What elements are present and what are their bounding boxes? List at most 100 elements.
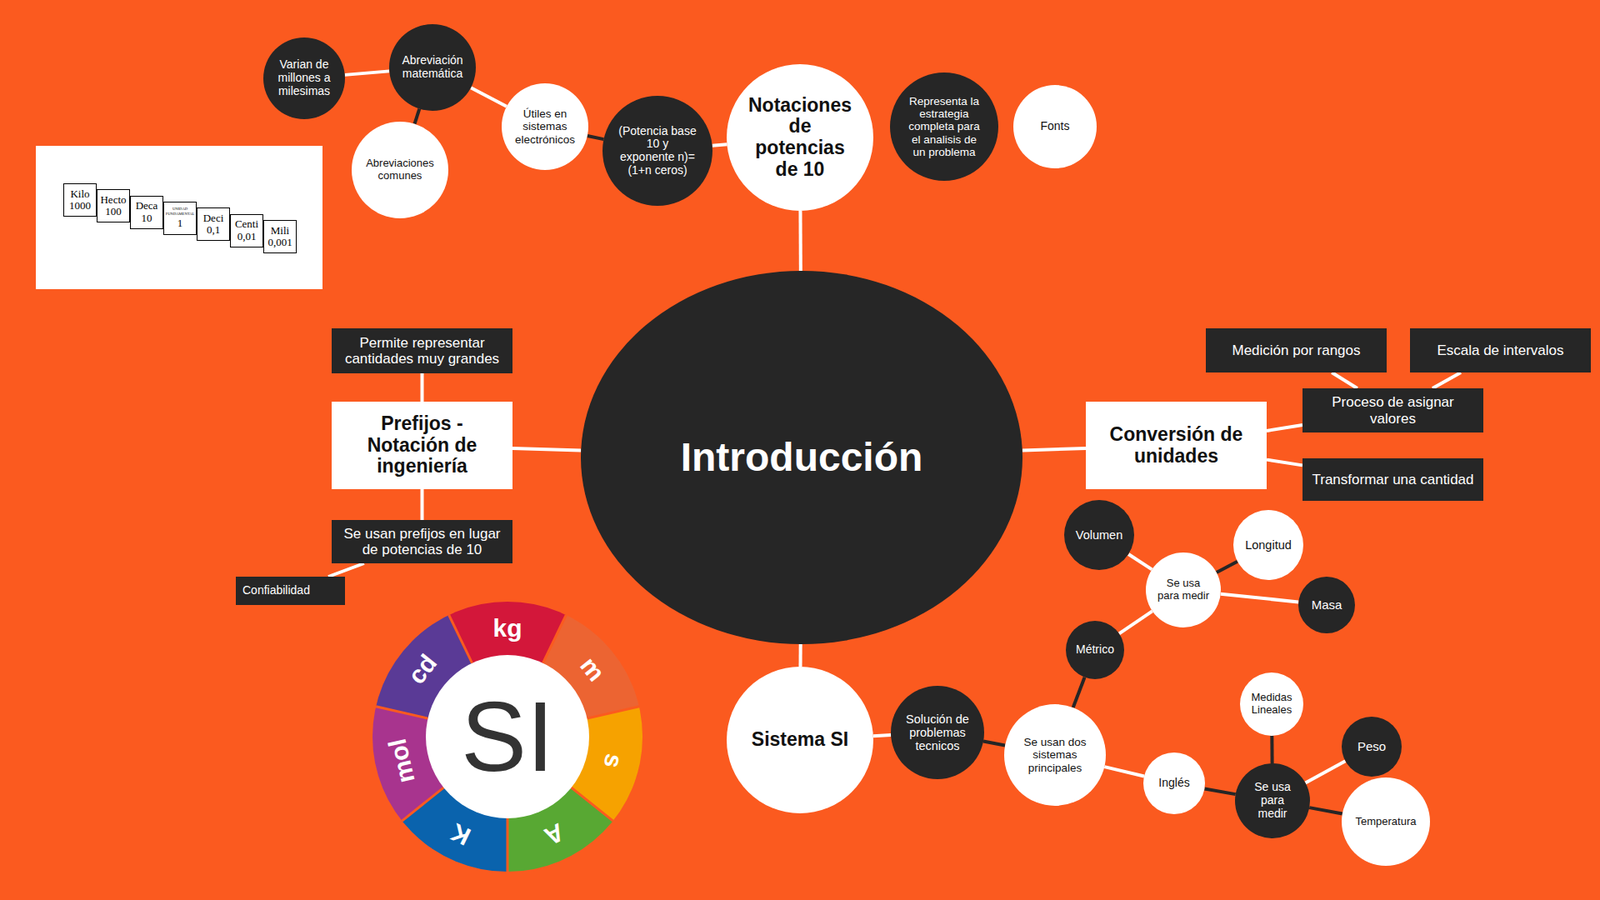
connector (799, 644, 803, 667)
topic-circle: Se usa para medir (1145, 552, 1221, 628)
separator-line (571, 787, 614, 821)
separator-line (587, 706, 640, 719)
topic-circle: Útiles en sistemas electrónicos (501, 83, 589, 170)
topic-box: Escala de intervalos (1410, 328, 1591, 373)
unit-symbol: mol (385, 736, 420, 786)
prefix-name: Deca (130, 200, 163, 212)
unit-symbol: cd (404, 650, 442, 689)
connector (1305, 760, 1345, 783)
node-text: Se usa para medir (1245, 780, 1300, 820)
topic-box: Permite representar cantidades muy grand… (331, 328, 513, 374)
si-logo-text: SI (460, 687, 555, 786)
connector (1266, 460, 1303, 466)
node-text: Abreviación matemática (401, 54, 465, 80)
prefix-value: 1 (164, 217, 196, 230)
connector (1331, 372, 1358, 389)
node-text: Representa la estrategia completa para e… (905, 95, 984, 159)
topic-circle: Solución de problemas tecnicos (890, 685, 985, 780)
prefix-name: Mili (264, 225, 296, 237)
connector (1266, 425, 1303, 431)
topic-circle: Métrico (1065, 620, 1125, 680)
topic-circle: Sistema SI (726, 666, 874, 814)
connector (1216, 561, 1238, 573)
prefix-name: Centi (230, 218, 263, 230)
separator-line (506, 818, 510, 872)
topic-box: Prefijos - Notación de ingeniería (331, 401, 513, 490)
unit-symbol: kg (492, 615, 522, 641)
connector (983, 741, 1005, 746)
topic-circle: Notaciones de potencias de 10 (726, 64, 874, 211)
node-text: Confiabilidad (242, 584, 339, 598)
topic-box: Confiabilidad (235, 576, 345, 605)
table-cell: Hecto100 (96, 189, 130, 223)
node-text: Varian de millones a milesimas (275, 58, 335, 98)
topic-circle: Abreviación matemática (389, 24, 476, 111)
separator-lines (375, 615, 640, 872)
topic-box: Proceso de asignar valores (1302, 388, 1484, 433)
topic-circle: Peso (1341, 716, 1402, 777)
node-text: Métrico (1074, 643, 1116, 657)
table-cell: Centi0,01 (230, 214, 264, 248)
topic-box: Transformar una cantidad (1302, 458, 1484, 501)
node-text: (Potencia base 10 y exponente n)=(1+n ce… (617, 125, 697, 178)
node-text: Fonts (1025, 120, 1085, 134)
node-text: Medidas Lineales (1249, 691, 1295, 716)
connector (420, 373, 425, 402)
connector (1073, 677, 1085, 708)
node-text: Masa (1306, 598, 1348, 613)
prefix-name: Kilo (64, 188, 96, 200)
node-text: Peso (1350, 740, 1394, 755)
connector (712, 144, 728, 146)
connector (1270, 735, 1274, 764)
prefix-value: 10 (130, 212, 163, 225)
prefix-name: Hecto (97, 194, 130, 206)
node-text: Inglés (1151, 776, 1196, 790)
connector (415, 109, 420, 125)
connector (1220, 594, 1299, 603)
unit-symbol: s (599, 750, 627, 770)
separator-line (543, 615, 567, 664)
topic-circle: Masa (1298, 576, 1355, 634)
prefix-value: 1000 (64, 200, 96, 212)
node-text: Volumen (1074, 528, 1125, 542)
topic-circle: Abreviaciones comunes (351, 121, 449, 219)
connector (328, 563, 365, 577)
connector (345, 70, 390, 75)
node-text: Se usan dos sistemas principales (1018, 735, 1092, 774)
separator-line (401, 787, 444, 821)
node-text: Prefijos - Notación de ingeniería (338, 413, 506, 478)
table-cell: Kilo1000 (63, 183, 97, 217)
unit-symbol: A (540, 819, 569, 850)
separator-line (449, 615, 473, 664)
node-text: Medición por rangos (1212, 342, 1380, 359)
table-cell: Mili0,001 (263, 220, 297, 254)
connector (1204, 788, 1235, 795)
node-text: Solución de problemas tecnicos (904, 712, 972, 754)
topic-circle: Medidas Lineales (1240, 672, 1304, 736)
prefix-value: 0,001 (264, 236, 296, 249)
node-text: Notaciones de potencias de 10 (747, 95, 854, 181)
unit-symbol: m (575, 652, 610, 686)
table-cell: UNIDAD FUNDAMENTAL1 (163, 201, 197, 235)
node-text: Abreviaciones comunes (365, 157, 435, 182)
prefix-value: 100 (97, 205, 130, 218)
topic-circle: Temperatura (1341, 777, 1430, 866)
topic-circle: Varian de millones a milesimas (263, 37, 345, 120)
topic-circle: Se usan dos sistemas principales (1004, 704, 1106, 806)
node-text: Útiles en sistemas electrónicos (514, 107, 577, 145)
connector (420, 489, 425, 520)
connector (470, 87, 507, 107)
topic-circle: (Potencia base 10 y exponente n)=(1+n ce… (602, 95, 713, 206)
node-text: Introducción (665, 435, 940, 480)
connector (512, 448, 581, 451)
node-text: Se usa para medir (1156, 577, 1211, 602)
topic-circle: Volumen (1064, 500, 1135, 570)
prefix-name: Deci (197, 212, 230, 225)
node-text: Transformar una cantidad (1309, 471, 1477, 488)
connector (1128, 554, 1152, 570)
node-text: Se usan prefijos en lugar de potencias d… (338, 525, 506, 558)
prefix-name: UNIDAD FUNDAMENTAL (164, 206, 196, 216)
separator-line (375, 706, 428, 719)
connector (1432, 372, 1461, 389)
